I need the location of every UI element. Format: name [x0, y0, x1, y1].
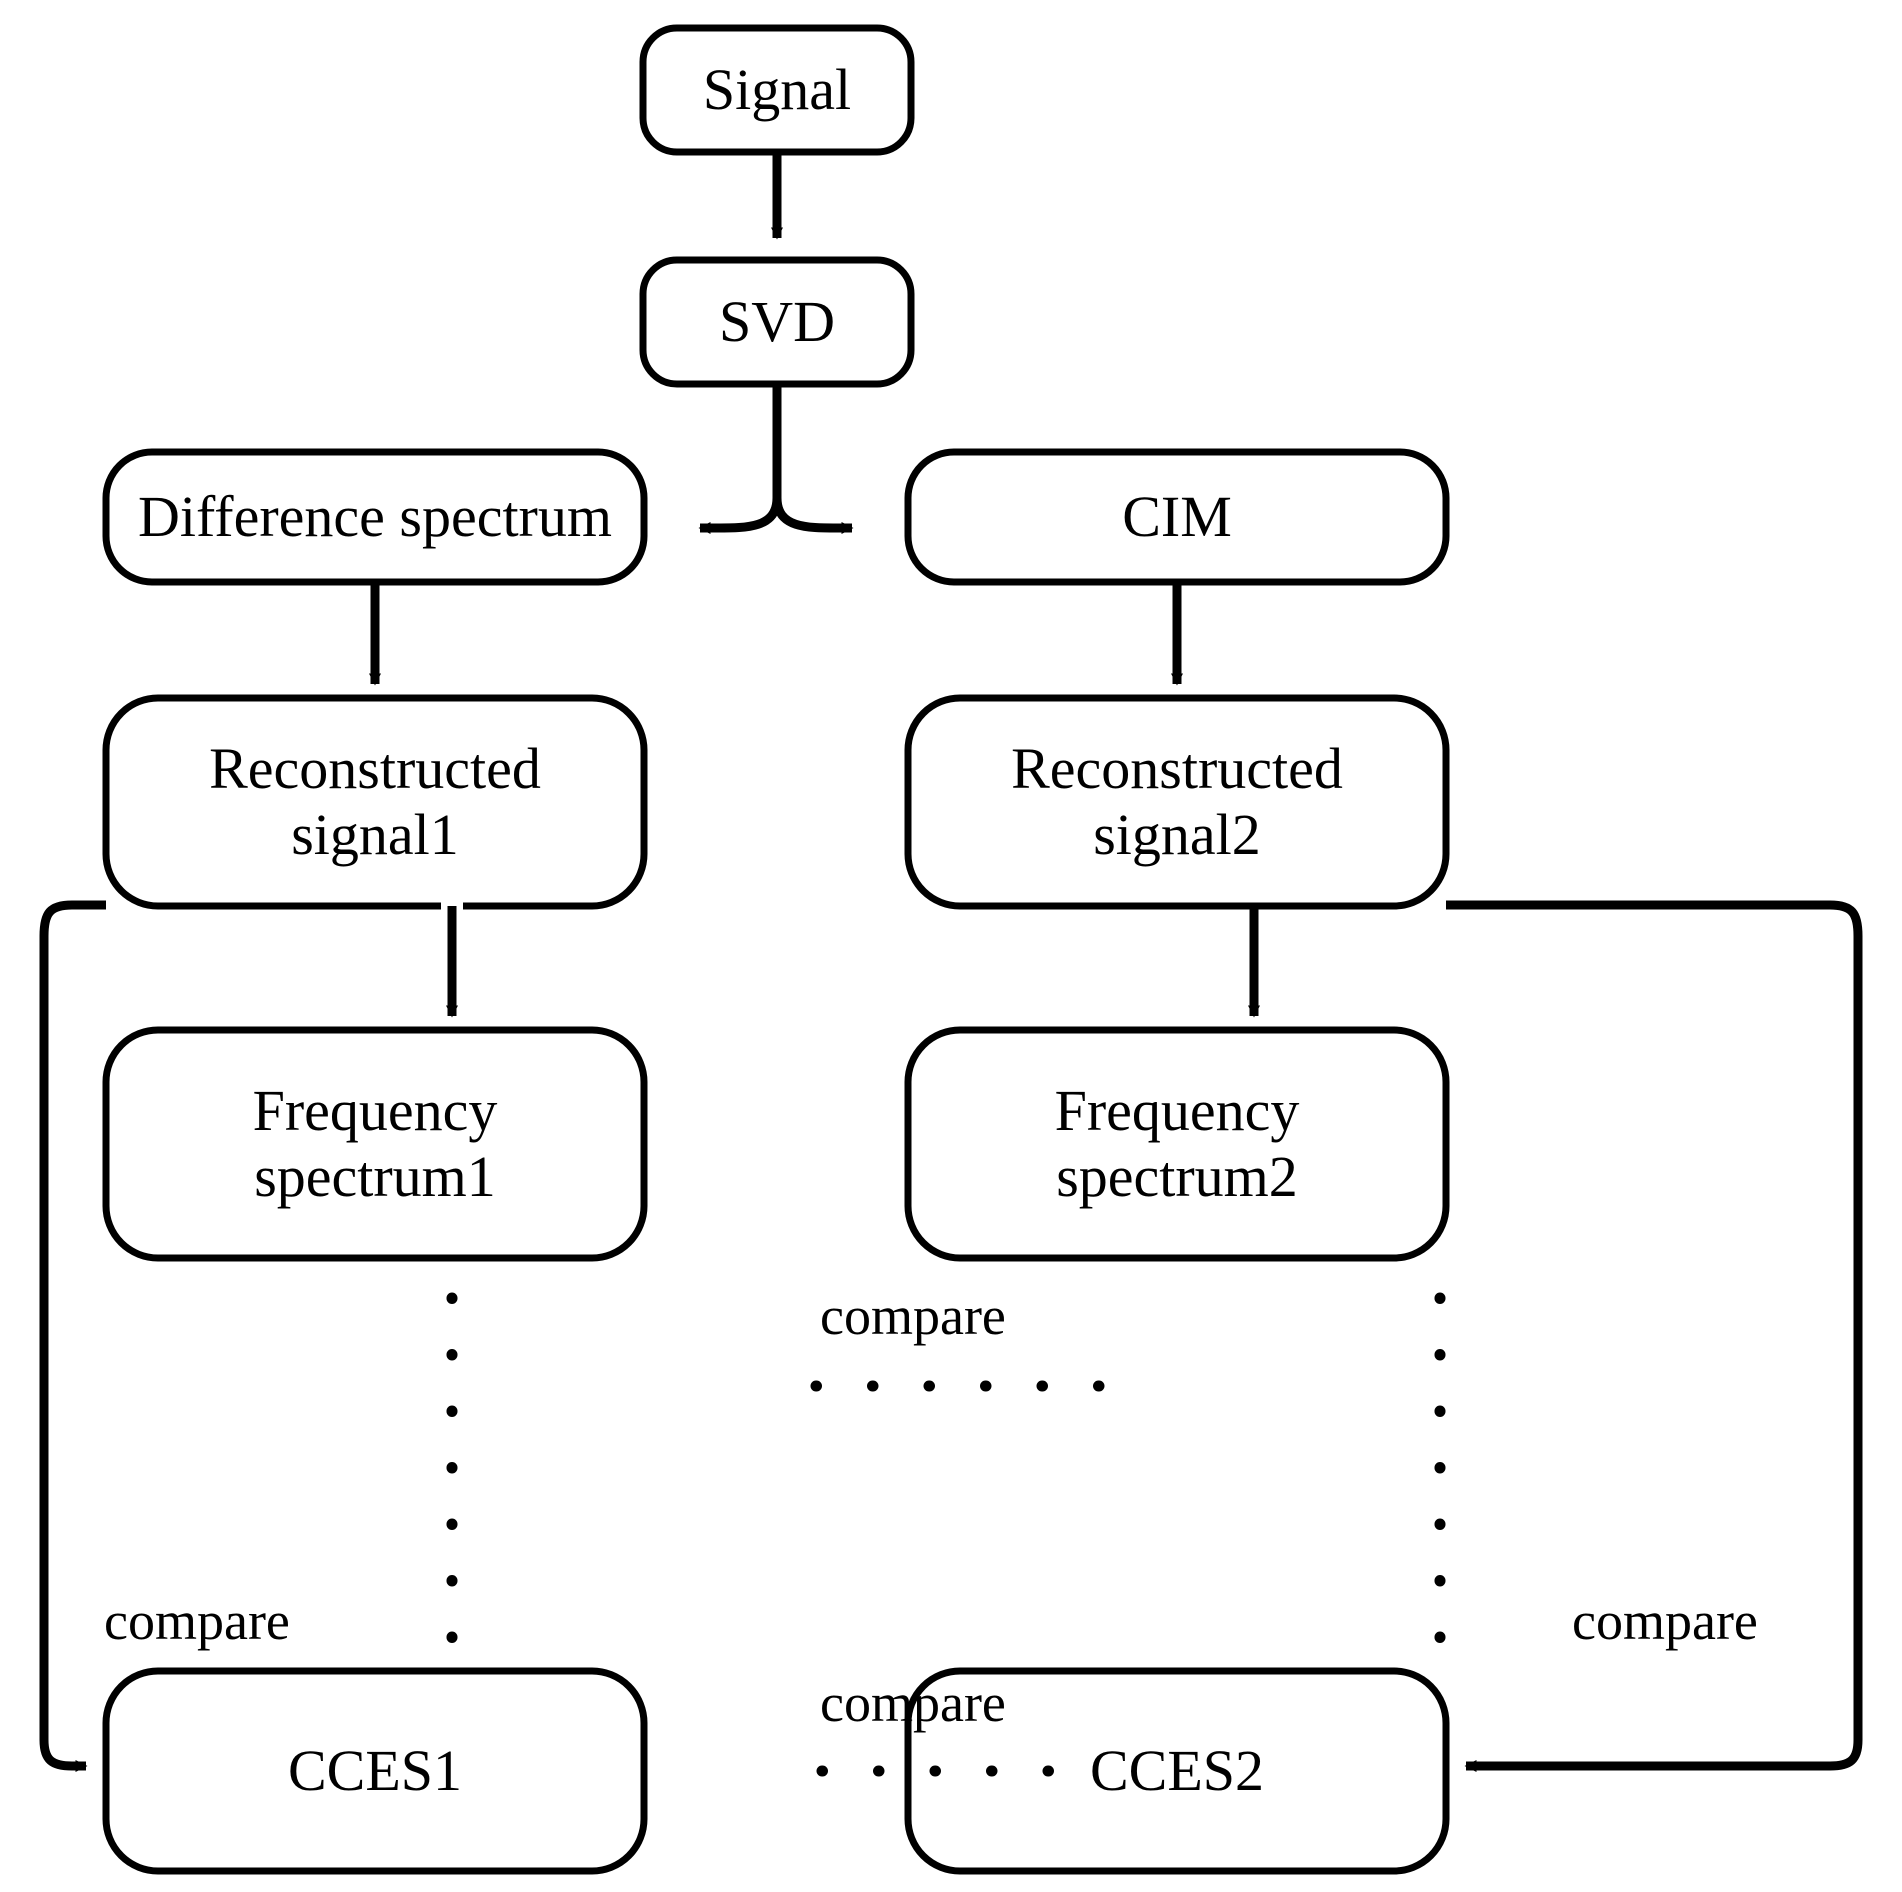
node-box-cces1 — [102, 1667, 648, 1875]
node-box-recon1 — [102, 694, 648, 910]
node-box-recon2 — [904, 694, 1450, 910]
loop-left-recon1-to-cces1 — [39, 900, 106, 1772]
loop-right-recon2-to-cces2 — [1446, 900, 1863, 1772]
node-box-signal — [639, 24, 915, 156]
node-box-svd — [639, 256, 915, 388]
arrow-svd-fork-right — [772, 497, 854, 534]
node-box-freq2 — [904, 1026, 1450, 1262]
node-box-cim — [904, 448, 1450, 586]
node-box-cces2 — [904, 1667, 1450, 1875]
node-box-freq1 — [102, 1026, 648, 1262]
arrow-svd-fork-left — [698, 497, 782, 534]
node-box-diffspec — [102, 448, 648, 586]
